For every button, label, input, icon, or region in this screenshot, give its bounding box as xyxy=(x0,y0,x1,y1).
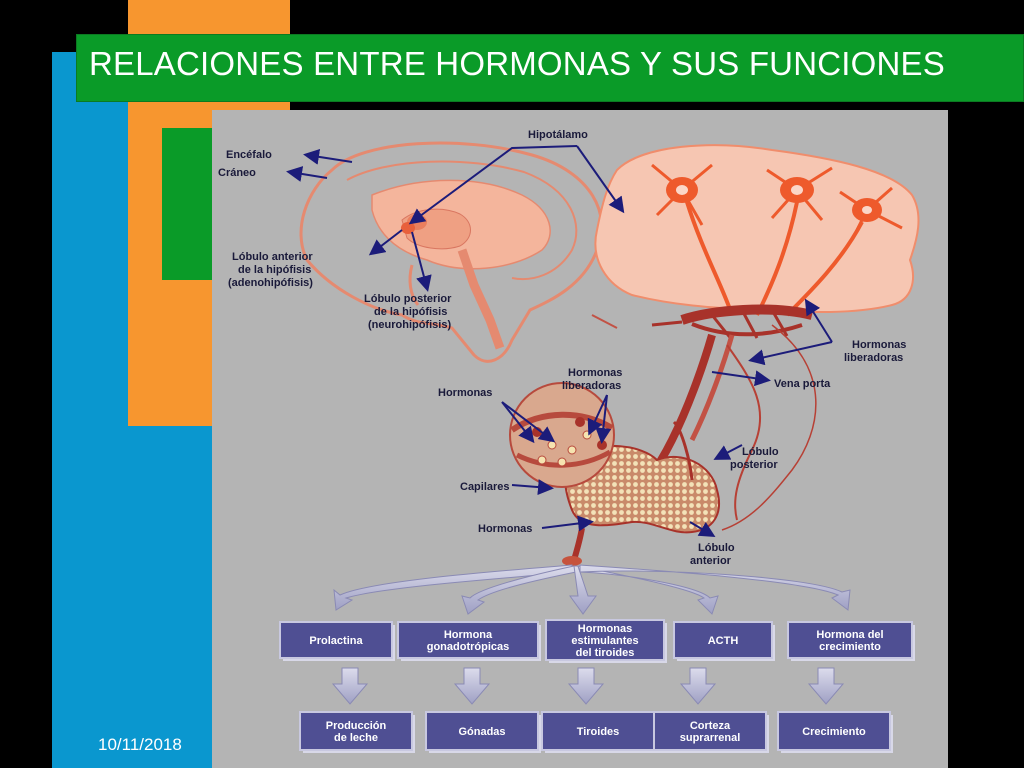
label-hormonas-liberadoras-mid-2: liberadoras xyxy=(562,380,621,392)
target-box-5: Crecimiento xyxy=(777,711,893,753)
slide-title: RELACIONES ENTRE HORMONAS Y SUS FUNCIONE… xyxy=(89,45,945,82)
diagram-labels: Hipotálamo Encéfalo Cráneo Lóbulo anteri… xyxy=(218,129,906,567)
capillary-magnification xyxy=(509,382,615,488)
label-capilares: Capilares xyxy=(460,481,510,493)
slide-date: 10/11/2018 xyxy=(98,735,182,754)
hormone-text-3-1: Hormonas xyxy=(578,623,632,635)
label-lobulo-anterior-1: Lóbulo xyxy=(698,542,735,554)
hormone-text-3-3: del tiroides xyxy=(576,647,635,659)
target-text-1-2: de leche xyxy=(334,732,378,744)
hormone-box-4: ACTH xyxy=(673,621,775,661)
down-arrow-2 xyxy=(453,667,491,705)
label-lobulo-posterior-hipofisis-2: de la hipófisis xyxy=(374,306,447,318)
diagram-svg: ProlactinaHormonagonadotrópicasHormonase… xyxy=(218,129,920,753)
target-arrows xyxy=(331,667,845,705)
target-text-5-1: Crecimiento xyxy=(802,726,866,738)
title-bar: RELACIONES ENTRE HORMONAS Y SUS FUNCIONE… xyxy=(76,34,1024,102)
label-lobulo-posterior-2: posterior xyxy=(730,459,778,471)
target-text-2-1: Gónadas xyxy=(458,726,505,738)
label-lobulo-posterior-1: Lóbulo xyxy=(742,446,779,458)
label-hormonas-top: Hormonas xyxy=(438,387,492,399)
hormone-text-4-1: ACTH xyxy=(708,635,739,647)
hormone-box-1: Prolactina xyxy=(279,621,395,661)
hormone-text-1-1: Prolactina xyxy=(309,635,363,647)
label-lobulo-anterior-2: anterior xyxy=(690,555,732,567)
hormone-text-2-1: Hormona xyxy=(444,629,493,641)
label-lobulo-anterior-hipofisis-2: de la hipófisis xyxy=(238,264,311,276)
label-lobulo-anterior-hipofisis-3: (adenohipófisis) xyxy=(228,277,313,289)
hypothalamus-illustration xyxy=(594,144,920,317)
down-arrow-3 xyxy=(567,667,605,705)
hormone-text-5-2: crecimiento xyxy=(819,641,881,653)
down-arrow-4 xyxy=(679,667,717,705)
label-lobulo-anterior-hipofisis-1: Lóbulo anterior xyxy=(232,251,313,263)
head-illustration xyxy=(299,141,604,363)
label-lobulo-posterior-hipofisis-1: Lóbulo posterior xyxy=(364,293,452,305)
label-hormonas-liberadoras-right-1: Hormonas xyxy=(852,339,906,351)
label-hormonas-bottom: Hormonas xyxy=(478,523,532,535)
hormone-text-2-2: gonadotrópicas xyxy=(427,641,510,653)
label-encefalo: Encéfalo xyxy=(226,149,272,161)
target-text-1-1: Producción xyxy=(326,720,387,732)
target-box-2: Gónadas xyxy=(425,711,541,753)
target-text-3-1: Tiroides xyxy=(577,726,620,738)
label-pointers xyxy=(286,145,833,538)
target-box-3: Tiroides xyxy=(541,711,657,753)
down-arrow-1 xyxy=(331,667,369,705)
green-decor-square xyxy=(162,128,218,280)
fan-arrows xyxy=(333,564,851,615)
hormone-text-3-2: estimulantes xyxy=(571,635,638,647)
label-hipotalamo: Hipotálamo xyxy=(528,129,588,141)
label-lobulo-posterior-hipofisis-3: (neurohipófisis) xyxy=(368,319,451,331)
hormone-text-5-1: Hormona del xyxy=(816,629,883,641)
label-hormonas-liberadoras-right-2: liberadoras xyxy=(844,352,903,364)
label-hormonas-liberadoras-mid-1: Hormonas xyxy=(568,367,622,379)
target-text-4-1: Corteza xyxy=(690,720,731,732)
target-text-4-2: suprarrenal xyxy=(680,732,741,744)
label-vena-porta: Vena porta xyxy=(774,378,831,390)
down-arrow-5 xyxy=(807,667,845,705)
label-craneo: Cráneo xyxy=(218,167,256,179)
